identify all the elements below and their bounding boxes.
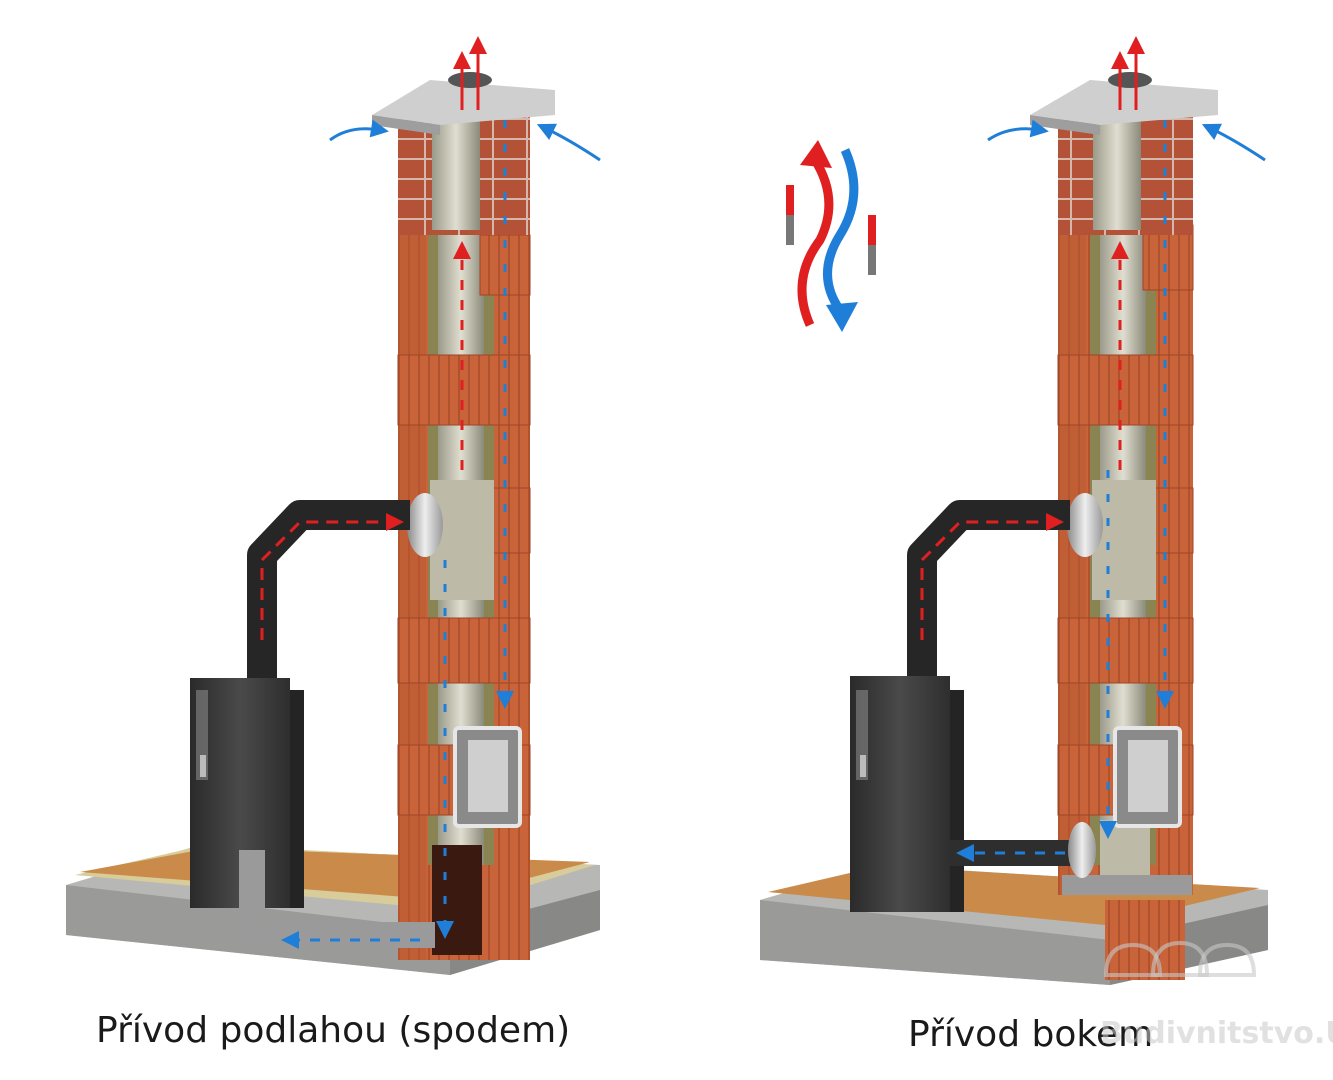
left-air-duct [239, 850, 435, 948]
watermark-helmets-icon [1103, 940, 1257, 977]
left-cold-flow [281, 119, 601, 949]
right-stove [850, 676, 964, 912]
caption-side-supply: Přívod bokem [908, 1014, 1154, 1055]
right-air-duct [950, 822, 1096, 878]
right-hot-flow [920, 36, 1145, 640]
left-hot-flow [260, 36, 487, 640]
watermark-text: Budivnitstvo.UA [1100, 1016, 1333, 1051]
right-chimney [1030, 72, 1218, 895]
left-assembly [66, 36, 601, 975]
right-assembly [760, 36, 1268, 985]
right-cold-flow [956, 119, 1266, 862]
caption-floor-supply: Přívod podlahou (spodem) [96, 1010, 571, 1051]
hot-cold-airflow-icon [786, 140, 876, 332]
